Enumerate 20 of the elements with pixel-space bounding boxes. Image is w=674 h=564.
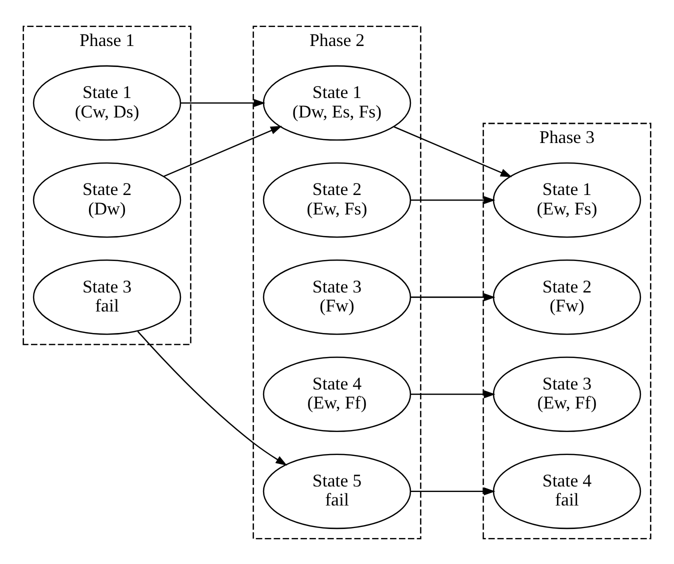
arrow [410,486,496,495]
node-ellipse: State 3 (Fw) [262,259,412,334]
arrow [164,125,282,176]
arrow [137,330,288,466]
node-ellipse: State 5 fail [262,453,412,529]
node-ellipse: State 4 (Ew, Ff) [262,356,412,432]
node-ellipse: State 1 (Ew, Fs) [492,162,642,238]
arrow [394,126,512,177]
arrow [410,292,496,301]
node-ellipse: State 4 fail [492,453,642,529]
node-ellipse: State 2 (Ew, Fs) [262,162,412,238]
arrow [410,390,496,398]
node-ellipse: State 2 (Fw) [492,259,642,334]
node-ellipse: State 3 (Ew, Ff) [492,356,642,432]
node-ellipse: State 3 fail [32,259,182,334]
node-ellipse: State 2 (Dw) [32,162,182,238]
arrow [180,98,266,107]
node-ellipse: State 1 (Dw, Es, Fs) [262,64,412,140]
node-ellipse: State 1 (Cw, Ds) [32,64,182,140]
arrow [410,196,496,204]
